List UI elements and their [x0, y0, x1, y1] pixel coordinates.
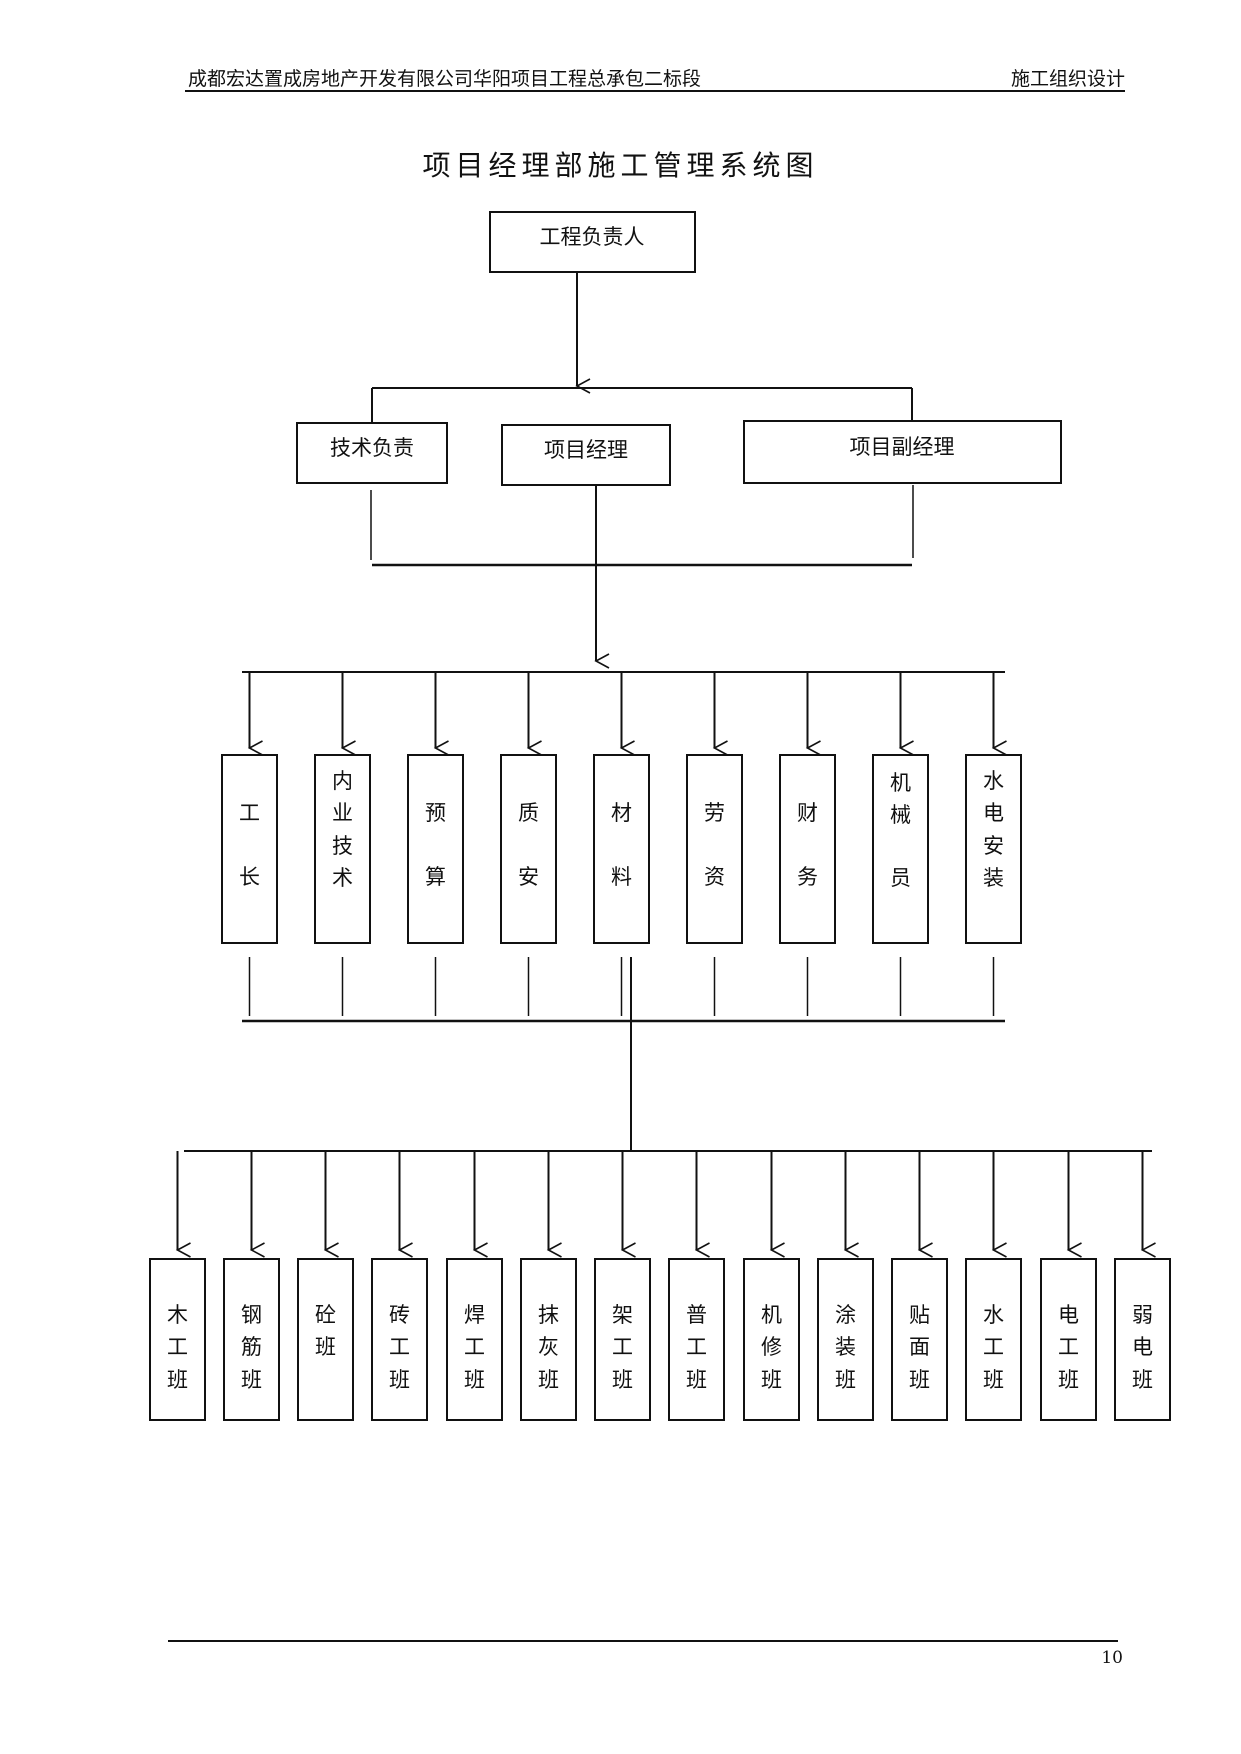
box-third-1: 工长	[221, 754, 278, 944]
box-fourth-6-label: 抹灰班	[538, 1303, 559, 1392]
box-fourth-4-label: 砖工班	[389, 1303, 410, 1392]
box-third-9-label: 水电安装	[983, 769, 1004, 890]
box-third-4-label: 质安	[518, 801, 539, 889]
box-fourth-12: 水工班	[965, 1258, 1022, 1421]
box-fourth-9-label: 机修班	[761, 1303, 782, 1392]
box-fourth-5: 焊工班	[446, 1258, 503, 1421]
box-third-3: 预算	[407, 754, 464, 944]
box-third-9: 水电安装	[965, 754, 1022, 944]
box-third-5-label: 材料	[611, 801, 632, 889]
box-fourth-6: 抹灰班	[520, 1258, 577, 1421]
box-fourth-5-label: 焊工班	[464, 1303, 485, 1392]
box-third-3-label: 预算	[425, 801, 446, 889]
box-fourth-1-label: 木工班	[167, 1303, 188, 1392]
page-number: 10	[1101, 1648, 1123, 1668]
box-third-8-label: 机械员	[890, 771, 911, 890]
box-second-1: 技术负责	[296, 422, 448, 484]
box-second-3: 项目副经理	[743, 420, 1062, 484]
box-fourth-13-label: 电工班	[1058, 1303, 1079, 1392]
header-divider	[185, 90, 1125, 92]
box-third-2: 内业技术	[314, 754, 371, 944]
header-right-text: 施工组织设计	[1010, 68, 1125, 90]
box-fourth-8: 普工班	[668, 1258, 725, 1421]
box-fourth-13: 电工班	[1040, 1258, 1097, 1421]
box-fourth-14: 弱电班	[1114, 1258, 1171, 1421]
box-fourth-10-label: 涂装班	[835, 1303, 856, 1392]
box-top: 工程负责人	[489, 211, 696, 273]
box-third-8: 机械员	[872, 754, 929, 944]
box-fourth-8-label: 普工班	[686, 1303, 707, 1392]
header-left-text: 成都宏达置成房地产开发有限公司华阳项目工程总承包二标段	[188, 68, 702, 90]
box-second-3-label: 项目副经理	[850, 435, 955, 459]
box-fourth-1: 木工班	[149, 1258, 206, 1421]
box-fourth-4: 砖工班	[371, 1258, 428, 1421]
box-fourth-2-label: 钢筋班	[241, 1303, 262, 1392]
footer-divider	[168, 1640, 1118, 1642]
box-fourth-7: 架工班	[594, 1258, 651, 1421]
diagram-title: 项目经理部施工管理系统图	[422, 149, 819, 182]
box-third-7: 财务	[779, 754, 836, 944]
box-fourth-2: 钢筋班	[223, 1258, 280, 1421]
box-third-2-label: 内业技术	[332, 769, 353, 890]
box-second-1-label: 技术负责	[330, 436, 414, 460]
box-fourth-10: 涂装班	[817, 1258, 874, 1421]
box-third-1-label: 工长	[239, 801, 260, 889]
box-third-7-label: 财务	[797, 801, 818, 889]
box-third-6-label: 劳资	[704, 801, 725, 889]
box-fourth-7-label: 架工班	[612, 1303, 633, 1392]
box-fourth-11: 贴面班	[891, 1258, 948, 1421]
box-second-2: 项目经理	[501, 424, 671, 486]
box-third-6: 劳资	[686, 754, 743, 944]
box-fourth-14-label: 弱电班	[1132, 1303, 1153, 1392]
box-fourth-12-label: 水工班	[983, 1303, 1004, 1392]
box-fourth-3-label: 砼班	[315, 1303, 336, 1359]
box-fourth-11-label: 贴面班	[909, 1303, 930, 1392]
box-fourth-3: 砼班	[297, 1258, 354, 1421]
box-third-4: 质安	[500, 754, 557, 944]
box-fourth-9: 机修班	[743, 1258, 800, 1421]
box-top-label: 工程负责人	[540, 225, 645, 249]
box-third-5: 材料	[593, 754, 650, 944]
box-second-2-label: 项目经理	[544, 438, 628, 462]
